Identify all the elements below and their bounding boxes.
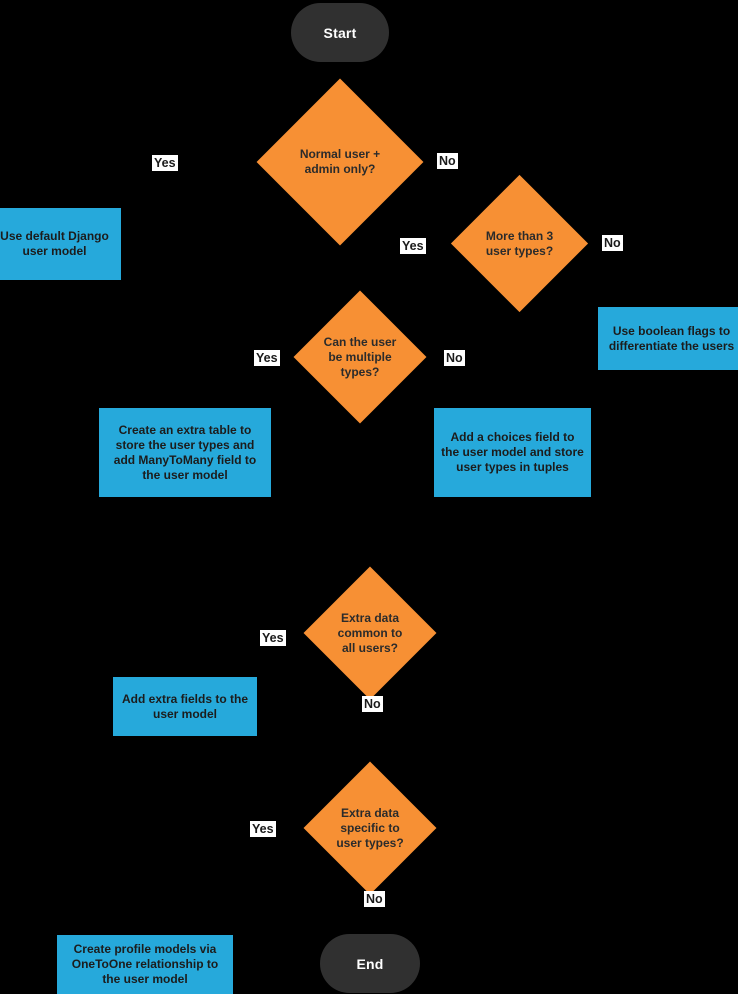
node-process-profile-models-label: Create profile models via OneToOne relat… (71, 942, 219, 986)
node-process-default-model-label: Use default Django user model (0, 229, 109, 258)
edge-label-normal-admin-no: No (437, 153, 458, 169)
connector-extra-common-no (369, 680, 371, 776)
node-start-label: Start (323, 24, 357, 41)
node-process-extra-fields[interactable]: Add extra fields to the user model (113, 677, 257, 736)
node-decision-more-than-3-label: More than 3 user types? (485, 228, 554, 258)
connector-to-multiple-types (359, 243, 361, 309)
node-end-label: End (356, 955, 384, 972)
connector-normal-admin-no (400, 161, 520, 163)
node-decision-normal-admin[interactable]: Normal user + admin only? (256, 78, 424, 246)
edge-label-multiple-types-no: No (444, 350, 465, 366)
connector-multiple-types-yes (185, 357, 315, 359)
node-process-choices-field[interactable]: Add a choices field to the user model an… (434, 408, 591, 497)
edge-label-extra-specific-yes: Yes (250, 821, 276, 837)
edge-label-normal-admin-yes: Yes (152, 155, 178, 171)
edge-label-more-than-3-no: No (602, 235, 623, 251)
node-decision-extra-specific[interactable]: Extra data specific to user types? (303, 761, 437, 895)
node-decision-extra-common[interactable]: Extra data common to all users? (303, 566, 437, 700)
connector-more-than-3-no (567, 243, 700, 245)
connector-to-extra-common (370, 500, 372, 586)
node-end[interactable]: End (320, 934, 420, 993)
node-process-extra-table[interactable]: Create an extra table to store the user … (99, 408, 271, 497)
node-process-extra-table-label: Create an extra table to store the user … (113, 422, 257, 482)
node-decision-more-than-3[interactable]: More than 3 user types? (450, 174, 589, 313)
connector-extra-specific-yes (145, 828, 325, 830)
edge-label-multiple-types-yes: Yes (254, 350, 280, 366)
edge-label-more-than-3-yes: Yes (400, 238, 426, 254)
node-process-boolean-flags[interactable]: Use boolean flags to differentiate the u… (598, 307, 738, 370)
node-start[interactable]: Start (291, 3, 389, 62)
node-decision-multiple-types-label: Can the user be multiple types? (323, 334, 397, 379)
edge-label-extra-common-yes: Yes (260, 630, 286, 646)
node-process-extra-fields-label: Add extra fields to the user model (121, 691, 249, 721)
edge-label-extra-specific-no: No (364, 891, 385, 907)
edge-label-extra-common-no: No (362, 696, 383, 712)
node-decision-multiple-types[interactable]: Can the user be multiple types? (293, 290, 427, 424)
node-decision-extra-common-label: Extra data common to all users? (337, 610, 403, 655)
node-decision-normal-admin-label: Normal user + admin only? (299, 147, 381, 176)
node-process-default-model[interactable]: Use default Django user model (0, 208, 121, 280)
node-process-profile-models[interactable]: Create profile models via OneToOne relat… (57, 935, 233, 994)
node-process-boolean-flags-label: Use boolean flags to differentiate the u… (608, 323, 735, 353)
connector-normal-admin-yes (120, 161, 280, 163)
connector-extra-common-yes (185, 633, 325, 635)
node-decision-extra-specific-label: Extra data specific to user types? (336, 805, 404, 850)
node-process-choices-field-label: Add a choices field to the user model an… (441, 430, 584, 474)
